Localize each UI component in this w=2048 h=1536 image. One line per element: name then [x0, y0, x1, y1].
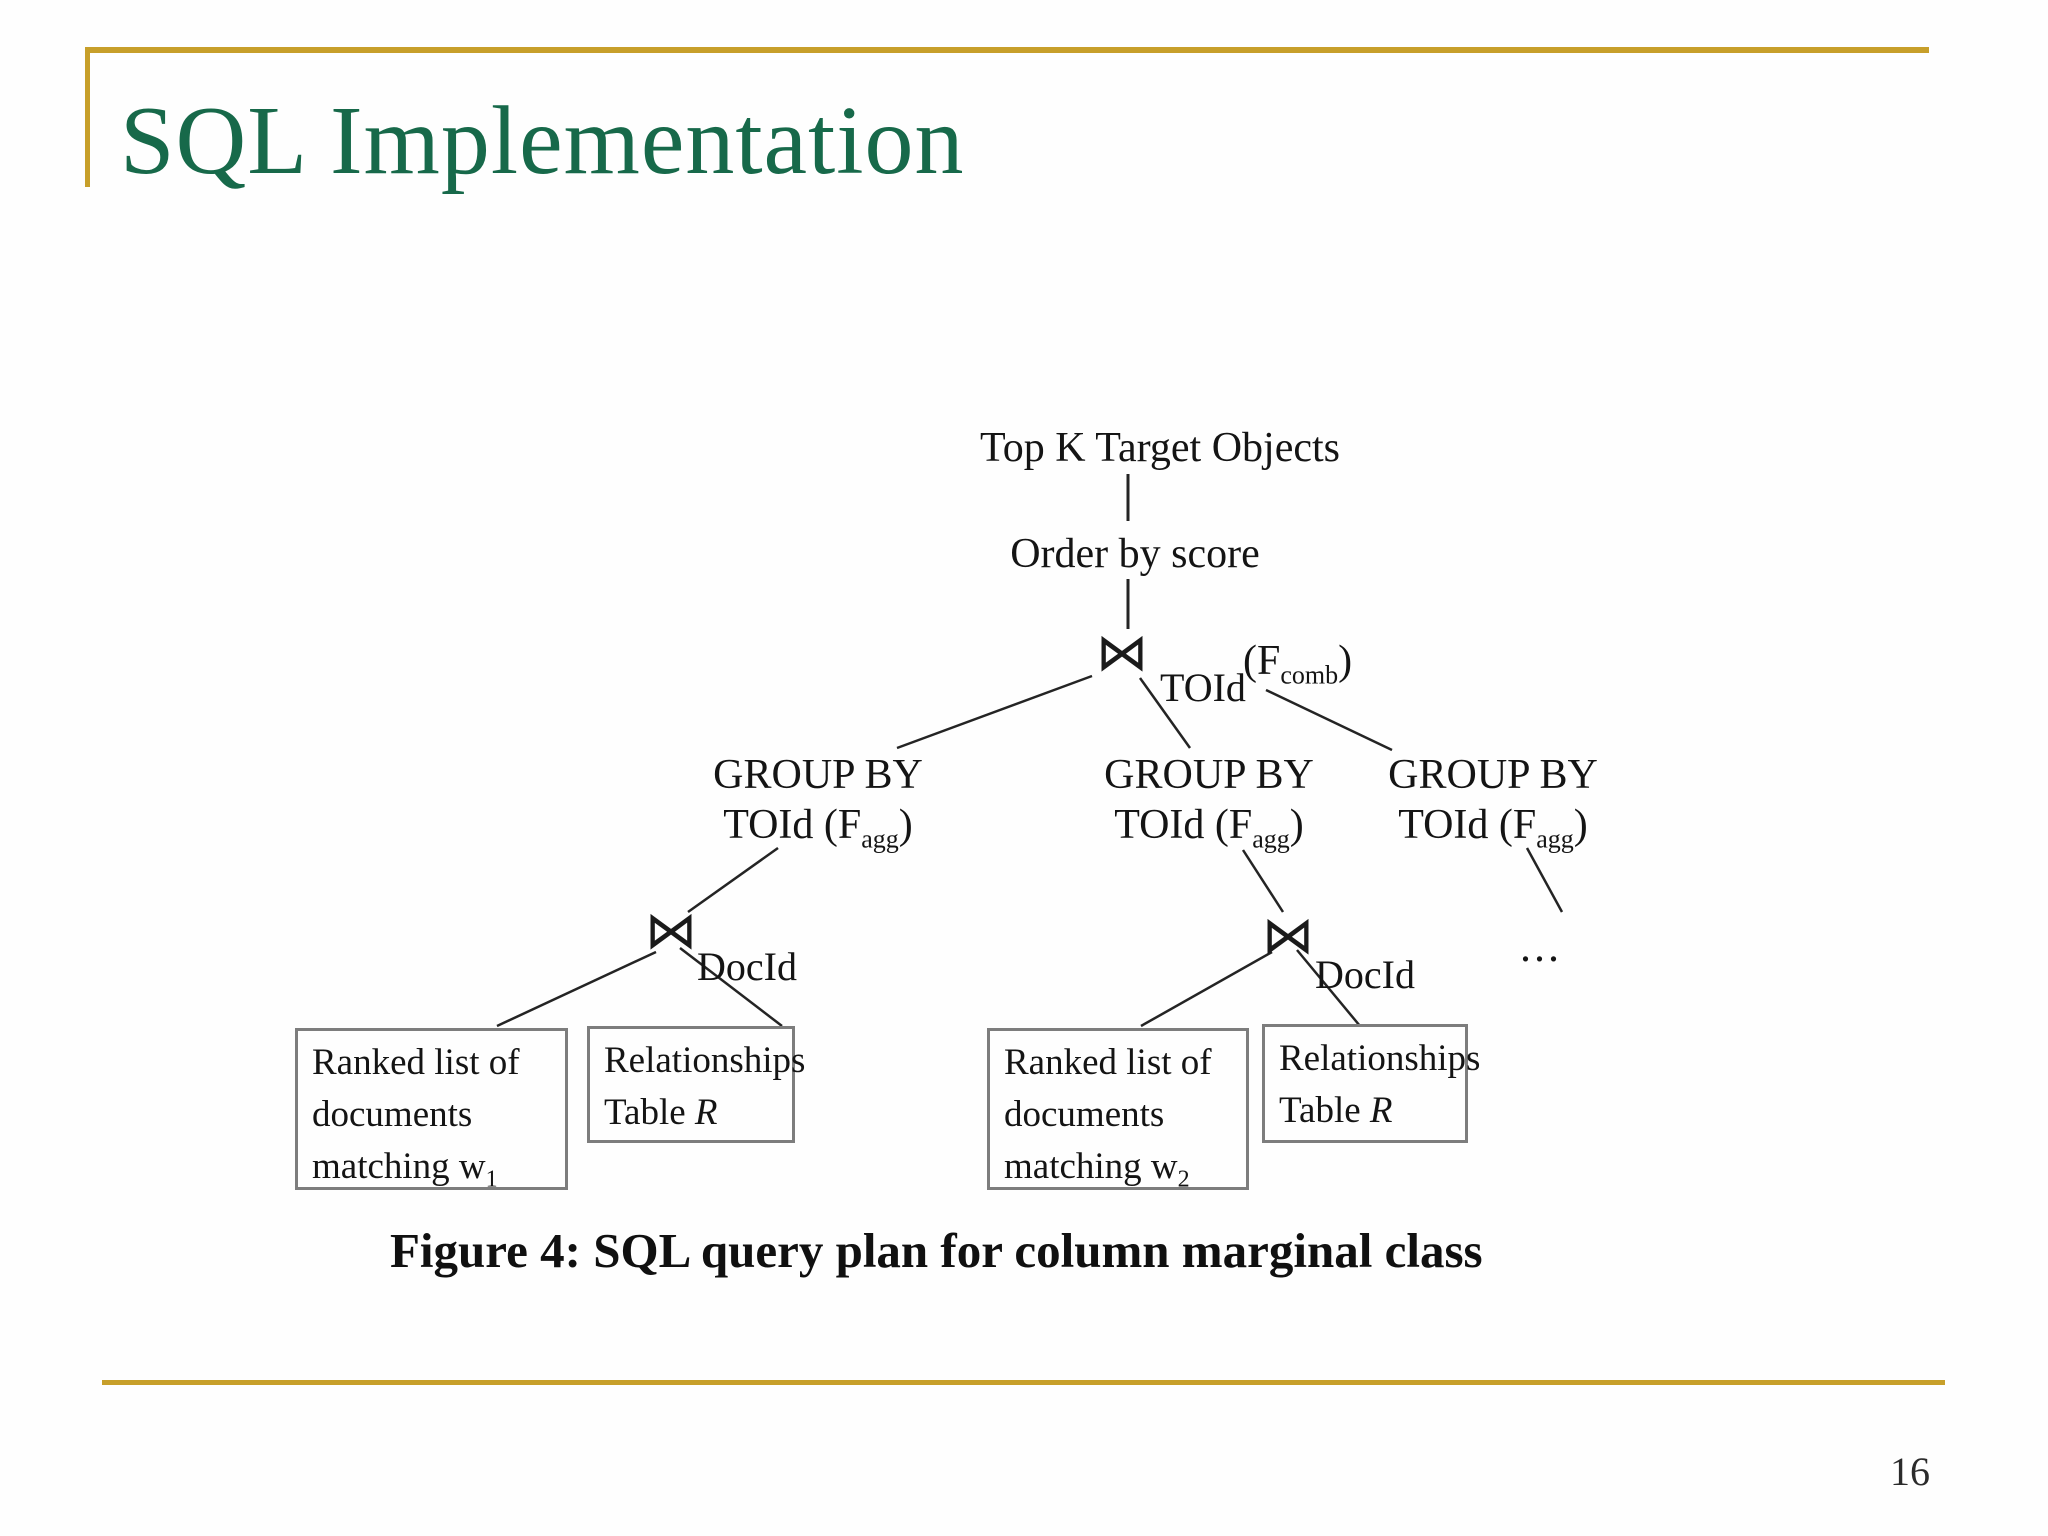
box3-line3-prefix: matching w	[1004, 1146, 1178, 1187]
groupby-node-3: GROUP BY TOId (Fagg)	[1378, 750, 1608, 864]
groupby-node-1: GROUP BY TOId (Fagg)	[703, 750, 933, 864]
box-ranked-list-w2: Ranked list of documents matching w2	[987, 1028, 1249, 1192]
groupby-node-2: GROUP BY TOId (Fagg)	[1094, 750, 1324, 864]
edge-join-groupby3	[1265, 688, 1393, 752]
bottom-rule	[102, 1380, 1945, 1385]
box-ranked-list-w1: Ranked list of documents matching w1	[295, 1028, 568, 1192]
box3-line1: Ranked list of	[1004, 1042, 1212, 1083]
groupby3-line1: GROUP BY	[1388, 752, 1598, 798]
gb3-sub: agg	[1536, 824, 1574, 854]
page-number: 16	[1890, 1449, 1930, 1494]
gb3-close: )	[1573, 802, 1588, 848]
box1-line3: matching w1	[312, 1141, 557, 1205]
box2-table-var: R	[694, 1092, 718, 1133]
edge-docjoin2-box3	[1140, 950, 1273, 1028]
groupby2-line2: TOId (Fagg)	[1094, 800, 1324, 864]
box-relationships-right: Relationships Table R	[1262, 1024, 1481, 1143]
join-icon-top: ⋈	[1096, 623, 1148, 683]
box3-line3-sub: 2	[1177, 1166, 1190, 1193]
box2-line2: Table R	[604, 1087, 784, 1139]
gb2-sub: agg	[1252, 824, 1290, 854]
groupby2-line1: GROUP BY	[1104, 752, 1314, 798]
box1-line1: Ranked list of	[312, 1042, 520, 1083]
ellipsis-branch: ...	[1520, 922, 1562, 971]
left-rule	[85, 47, 90, 187]
box1-line3-prefix: matching w	[312, 1146, 486, 1187]
top-join-func: (Fcomb)	[1243, 640, 1352, 688]
slide-title: SQL Implementation	[120, 87, 965, 195]
box3-line3: matching w2	[1004, 1141, 1238, 1205]
figure-caption: Figure 4: SQL query plan for column marg…	[390, 1223, 1483, 1278]
join-icon-right: ⋈	[1262, 906, 1314, 966]
box1-line2: documents	[312, 1094, 473, 1135]
gb3-open: TOId (F	[1398, 802, 1537, 848]
gb1-sub: agg	[861, 824, 899, 854]
order-by-node-label: Order by score	[1010, 531, 1260, 577]
join-icon-left: ⋈	[645, 901, 697, 961]
gb2-close: )	[1289, 802, 1304, 848]
top-rule	[85, 47, 1929, 53]
gb2-open: TOId (F	[1114, 802, 1253, 848]
edge-join-groupby1	[896, 674, 1093, 750]
box4-line2: Table R	[1279, 1085, 1457, 1137]
box4-line2-prefix: Table	[1279, 1090, 1370, 1131]
box1-line3-sub: 1	[485, 1166, 498, 1193]
box4-line1: Relationships	[1279, 1038, 1481, 1079]
gb1-close: )	[898, 802, 913, 848]
box2-line1: Relationships	[604, 1040, 806, 1081]
gb1-open: TOId (F	[723, 802, 862, 848]
box-relationships-left: Relationships Table R	[587, 1026, 806, 1143]
func-sub: comb	[1280, 660, 1339, 690]
box2-line2-prefix: Table	[604, 1092, 695, 1133]
func-close: )	[1338, 638, 1353, 684]
groupby1-line2: TOId (Fagg)	[703, 800, 933, 864]
top-join-key: TOId	[1160, 665, 1246, 710]
root-node-label: Top K Target Objects	[980, 425, 1340, 471]
doc-join-key-left: DocId	[697, 944, 797, 989]
box3-line2: documents	[1004, 1094, 1165, 1135]
edge-docjoin1-box1	[496, 950, 657, 1028]
groupby3-line2: TOId (Fagg)	[1378, 800, 1608, 864]
groupby1-line1: GROUP BY	[713, 752, 923, 798]
box4-table-var: R	[1369, 1090, 1393, 1131]
doc-join-key-right: DocId	[1315, 952, 1415, 997]
func-open: (F	[1243, 638, 1281, 684]
